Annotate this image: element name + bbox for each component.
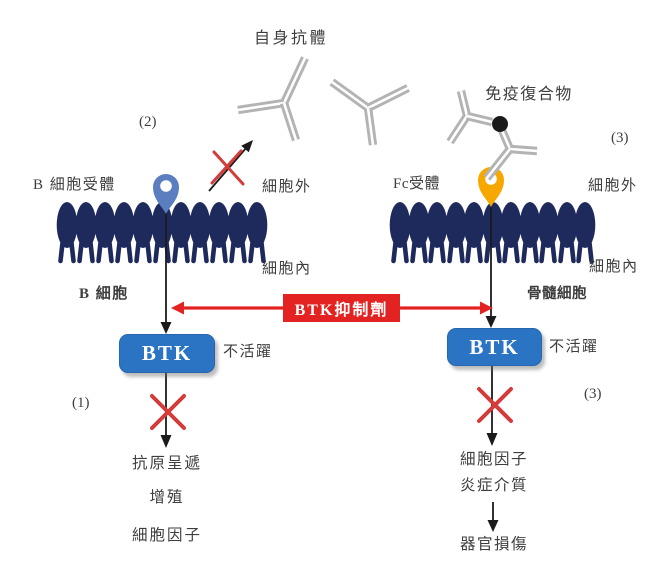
outcome-cytokines-right: 細胞因子	[459, 451, 528, 468]
btk-node-left-label: BTK	[141, 341, 193, 365]
block-cross-left-icon	[150, 394, 186, 430]
outcome-cytokines-left: 細胞因子	[131, 527, 202, 544]
outcome-inflammatory-mediators: 炎症介質	[459, 477, 528, 494]
label-intracellular-left: 細胞內	[262, 261, 312, 277]
label-inactive-right: 不活躍	[549, 339, 599, 355]
btk-node-right-label: BTK	[469, 334, 520, 359]
btk-inhibitor-label: BTK抑制劑	[294, 302, 389, 319]
btk-node-right: BTK	[447, 328, 542, 366]
label-myeloid-cell: 骨髓細胞	[527, 286, 587, 302]
label-extracellular-left: 細胞外	[262, 179, 312, 195]
label-b-cell-receptor: B 細胞受體	[33, 177, 116, 193]
btk-node-left: BTK	[119, 334, 215, 373]
step-marker-2: (2)	[139, 114, 157, 130]
label-extracellular-right: 細胞外	[588, 178, 638, 194]
label-autoantibody: 自身抗體	[253, 30, 328, 47]
label-intracellular-right: 細胞內	[589, 259, 639, 275]
b-cell-receptor-icon	[153, 174, 179, 214]
outcome-organ-damage: 器官損傷	[459, 536, 528, 553]
autoantibody-icon	[329, 78, 410, 146]
signal-arrow-right-top	[485, 207, 497, 328]
label-immune-complex: 免疫復合物	[485, 86, 573, 103]
cell-membrane-left-icon	[57, 202, 268, 261]
blocked-secretion-arrow	[208, 140, 253, 192]
btk-inhibitor-box: BTK抑制劑	[283, 294, 400, 322]
step-marker-3-bottom: (3)	[584, 386, 602, 402]
label-fc-receptor: Fc受體	[393, 176, 441, 192]
outcome-antigen-presentation: 抗原呈遞	[131, 455, 202, 472]
immune-complex-icon	[446, 90, 538, 181]
step-marker-1: (1)	[72, 395, 90, 411]
label-b-cell: B 細胞	[79, 286, 129, 302]
outcome-proliferation: 增殖	[149, 489, 185, 506]
autoantibody-icon	[237, 56, 309, 142]
step-marker-3-top: (3)	[611, 130, 629, 146]
label-inactive-left: 不活躍	[223, 344, 273, 360]
cell-membrane-right-icon	[390, 202, 596, 261]
block-cross-right-icon	[477, 387, 513, 423]
signal-arrow-left-top	[160, 211, 172, 334]
antigen-dot-icon	[492, 116, 508, 132]
signal-arrow-right-final	[487, 502, 499, 532]
signal-arrow-left-bottom	[160, 371, 172, 448]
signal-arrow-right-bottom	[486, 364, 498, 446]
